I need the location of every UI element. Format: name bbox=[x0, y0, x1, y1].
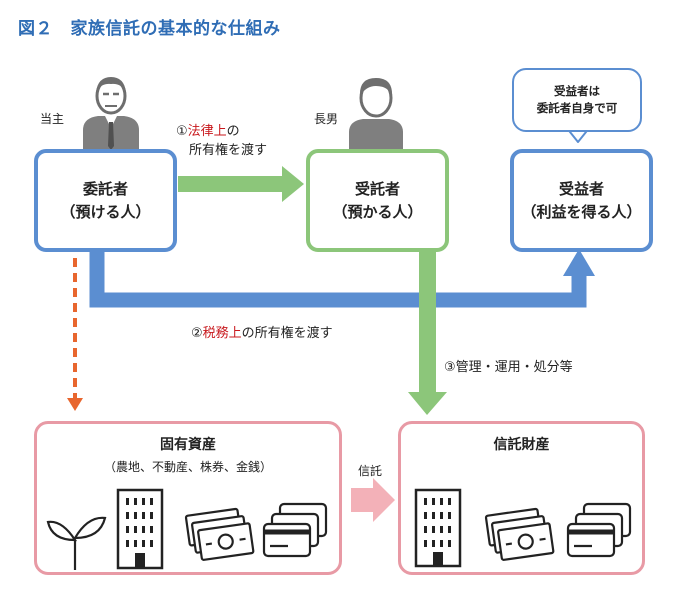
management-label: ③管理・運用・処分等 bbox=[444, 360, 573, 375]
entrustor-sub: （預ける人） bbox=[60, 202, 151, 221]
trust-assets-box: 信託財産 bbox=[398, 421, 645, 575]
son-role-label: 長男 bbox=[314, 112, 339, 126]
legal-particle: の bbox=[226, 124, 240, 139]
legal-num: ① bbox=[176, 124, 188, 139]
management-arrow bbox=[408, 252, 447, 415]
beneficiary-name: 受益者 bbox=[558, 179, 604, 198]
legal-ownership-label: ①法律上の 所有権を渡す bbox=[176, 122, 267, 160]
trustee-name: 受託者 bbox=[354, 179, 400, 198]
entrustor-box: 委託者 （預ける人） bbox=[34, 149, 177, 252]
bubble-line-2: 委託者自身で可 bbox=[536, 101, 618, 115]
tax-keyword: 税務上 bbox=[202, 326, 242, 341]
beneficiary-note-bubble: 受益者は 委託者自身で可 bbox=[512, 68, 642, 132]
own-assets-box: 固有資産 （農地、不動産、株券、金銭） bbox=[34, 421, 342, 575]
entrustor-name: 委託者 bbox=[82, 179, 128, 198]
beneficiary-box: 受益者 （利益を得る人） bbox=[510, 149, 653, 252]
trust-assets-title: 信託財産 bbox=[493, 437, 550, 453]
trust-arrow-label: 信託 bbox=[358, 464, 383, 478]
father-role-label: 当主 bbox=[40, 112, 65, 126]
bubble-line-1: 受益者は bbox=[554, 84, 600, 98]
beneficiary-sub: （利益を得る人） bbox=[521, 202, 642, 221]
trustee-sub: （預かる人） bbox=[332, 202, 423, 221]
tax-ownership-label: ②税務上の所有権を渡す bbox=[191, 322, 333, 341]
tax-num: ② bbox=[191, 326, 203, 341]
tax-ownership-arrow bbox=[89, 249, 595, 308]
own-assets-title: 固有資産 bbox=[160, 437, 216, 453]
trust-arrow bbox=[351, 478, 395, 522]
page-title: 図２ 家族信託の基本的な仕組み bbox=[18, 19, 281, 39]
legal-keyword: 法律上 bbox=[187, 124, 227, 139]
legal-line-2: 所有権を渡す bbox=[189, 143, 268, 158]
tax-rest: の所有権を渡す bbox=[241, 326, 333, 341]
son-person-icon bbox=[349, 78, 403, 151]
father-person-icon bbox=[83, 77, 139, 151]
own-assets-dashed-arrow bbox=[67, 258, 83, 411]
own-assets-sub: （農地、不動産、株券、金銭） bbox=[103, 460, 272, 474]
trustee-box: 受託者 （預かる人） bbox=[306, 149, 449, 252]
legal-ownership-arrow bbox=[178, 166, 304, 202]
